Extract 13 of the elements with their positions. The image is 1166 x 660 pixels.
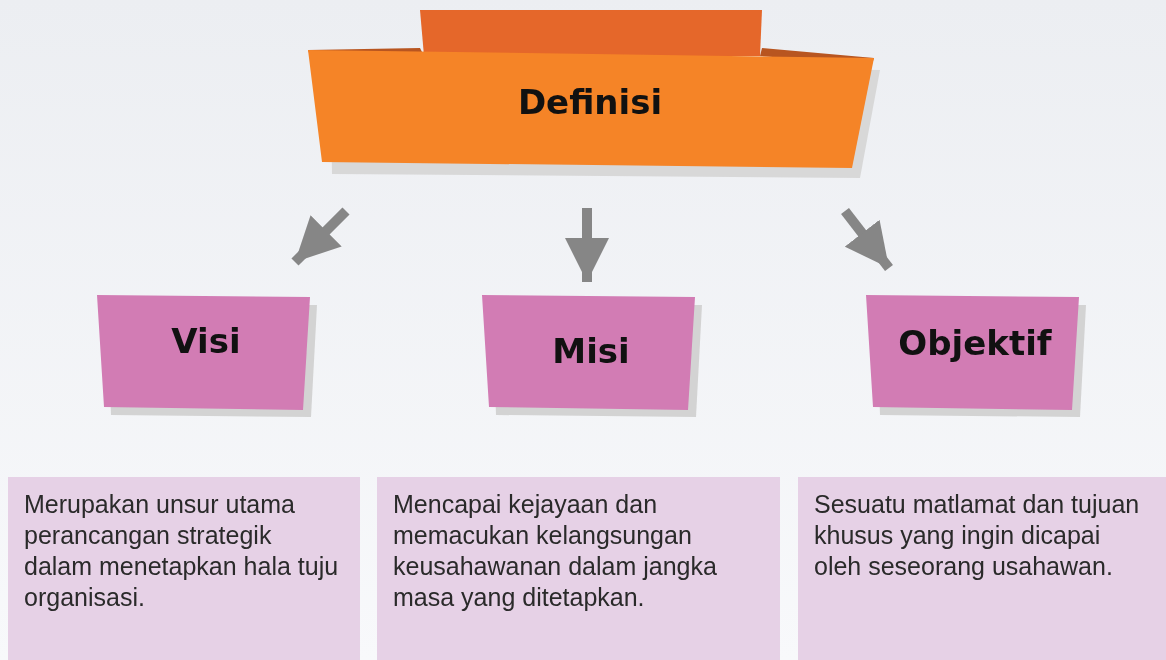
- node-title: Definisi: [516, 82, 664, 122]
- description-text: Mencapai kejayaan dan memacukan kelangsungan keusahawanan dalam jangka masa yang ditetapkan.: [393, 489, 718, 613]
- arrow: [841, 207, 893, 272]
- node-title: Misi: [551, 331, 631, 371]
- node-title: Visi: [170, 321, 242, 361]
- description-card: [377, 477, 780, 660]
- description-card: [8, 477, 360, 660]
- arrow: [291, 207, 350, 266]
- description-card: [798, 477, 1166, 660]
- description-text: Merupakan unsur utama perancangan strategik dalam menetapkan hala tuju organisasi.: [24, 489, 340, 613]
- description-text: Sesuatu matlamat dan tujuan khusus yang ingin dicapai oleh seseorang usahawan.: [814, 489, 1141, 582]
- arrow: [565, 208, 609, 282]
- node-title: Objektif: [897, 323, 1053, 363]
